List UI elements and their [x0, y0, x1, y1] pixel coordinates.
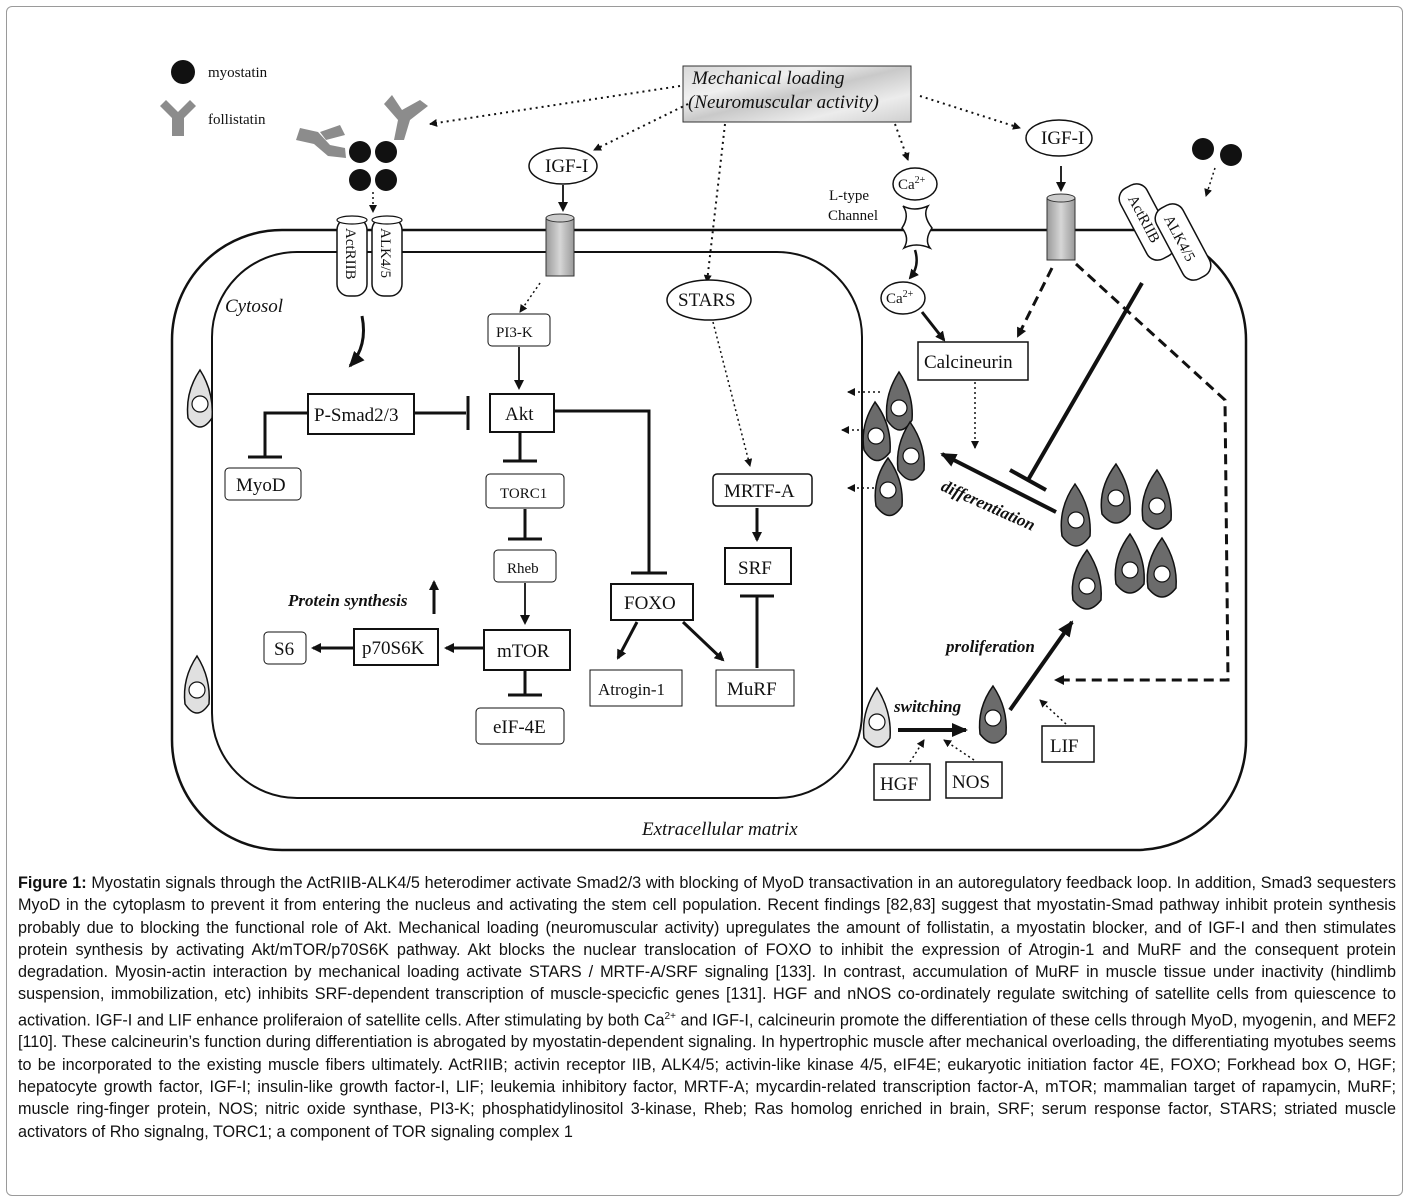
membrane-satellite-cell-icon [183, 654, 210, 714]
muscle-fiber-membrane [211, 251, 863, 799]
myostatin-right-icon [1220, 144, 1242, 166]
ca-inner: Ca2+ [886, 289, 914, 307]
igf1-left: IGF-I [545, 156, 588, 177]
figure-caption: Figure 1: Myostatin signals through the … [18, 872, 1396, 1143]
caption-superscript: 2+ [664, 1010, 676, 1022]
switching-label: switching [893, 697, 962, 716]
atrogin-node: Atrogin-1 [598, 680, 665, 699]
psmad-node: P-Smad2/3 [314, 405, 398, 426]
mrtfa-node: MRTF-A [724, 481, 795, 502]
hgf-node: HGF [880, 774, 918, 795]
myostatin-right-icon [1192, 138, 1214, 160]
igf1-right: IGF-I [1041, 128, 1084, 149]
akt-node: Akt [505, 404, 534, 425]
nos-node: NOS [952, 772, 990, 793]
eif4e-node: eIF-4E [493, 717, 546, 738]
extracellular-matrix-label: Extracellular matrix [641, 819, 798, 840]
follistatin-icon [296, 125, 346, 158]
mechanical-loading-line2: (Neuromuscular activity) [688, 92, 879, 113]
igf1-receptor-left [545, 213, 575, 277]
pi3k-node: PI3-K [496, 325, 533, 341]
myotube-cluster [862, 370, 925, 517]
ltype-channel-icon [901, 204, 933, 250]
signaling-diagram: myostatin follistatin ActRIIB ALK4/5 Mec… [160, 60, 1248, 852]
membrane-satellite-cell-icon [186, 368, 213, 428]
inhibition-line [1026, 281, 1144, 482]
srf-node: SRF [738, 558, 772, 579]
protein-synthesis-label: Protein synthesis [287, 591, 408, 610]
myod-node: MyoD [236, 475, 286, 496]
torc1-node: TORC1 [500, 486, 547, 502]
differentiation-label: differentiation [938, 476, 1038, 534]
ltype-label-1: L-type [829, 188, 869, 204]
s6-node: S6 [274, 639, 294, 660]
foxo-node: FOXO [624, 593, 676, 614]
cell-membrane [170, 228, 1248, 852]
follistatin-legend-icon [160, 100, 196, 136]
legend-follistatin: follistatin [208, 112, 266, 128]
lif-node: LIF [1050, 736, 1079, 757]
mechanical-loading-line1: Mechanical loading [691, 68, 845, 89]
myostatin-legend-icon [171, 60, 195, 84]
satellite-cell-cluster [1060, 462, 1177, 610]
rheb-node: Rheb [507, 561, 539, 577]
myostatin-cluster-icon [349, 141, 397, 191]
svg-text:ALK4/5: ALK4/5 [377, 228, 393, 278]
caption-text-2: and IGF-I, calcineurin promote the diffe… [18, 1011, 1397, 1141]
follistatin-icon [384, 95, 428, 140]
figure-frame [6, 6, 1403, 1196]
proliferation-label: proliferation [944, 637, 1035, 656]
mechanical-loading-box [682, 65, 912, 123]
cytosol-label: Cytosol [225, 296, 283, 317]
ca-top: Ca2+ [898, 175, 926, 193]
p70s6k-node: p70S6K [362, 638, 425, 659]
igf1-receptor-right [1046, 193, 1076, 261]
calcineurin-node: Calcineurin [924, 352, 1013, 373]
alk45-receptor-left: ALK4/5 [371, 215, 403, 297]
mtor-node: mTOR [497, 641, 550, 662]
stars-node: STARS [678, 290, 736, 311]
actriib-receptor-left: ActRIIB [336, 215, 368, 297]
caption-label: Figure 1: [18, 874, 87, 892]
legend-myostatin: myostatin [208, 65, 268, 81]
svg-text:ActRIIB: ActRIIB [342, 228, 358, 280]
ltype-label-2: Channel [828, 208, 878, 224]
murf-node: MuRF [727, 679, 777, 700]
caption-text: Myostatin signals through the ActRIIB-AL… [18, 874, 1396, 1030]
